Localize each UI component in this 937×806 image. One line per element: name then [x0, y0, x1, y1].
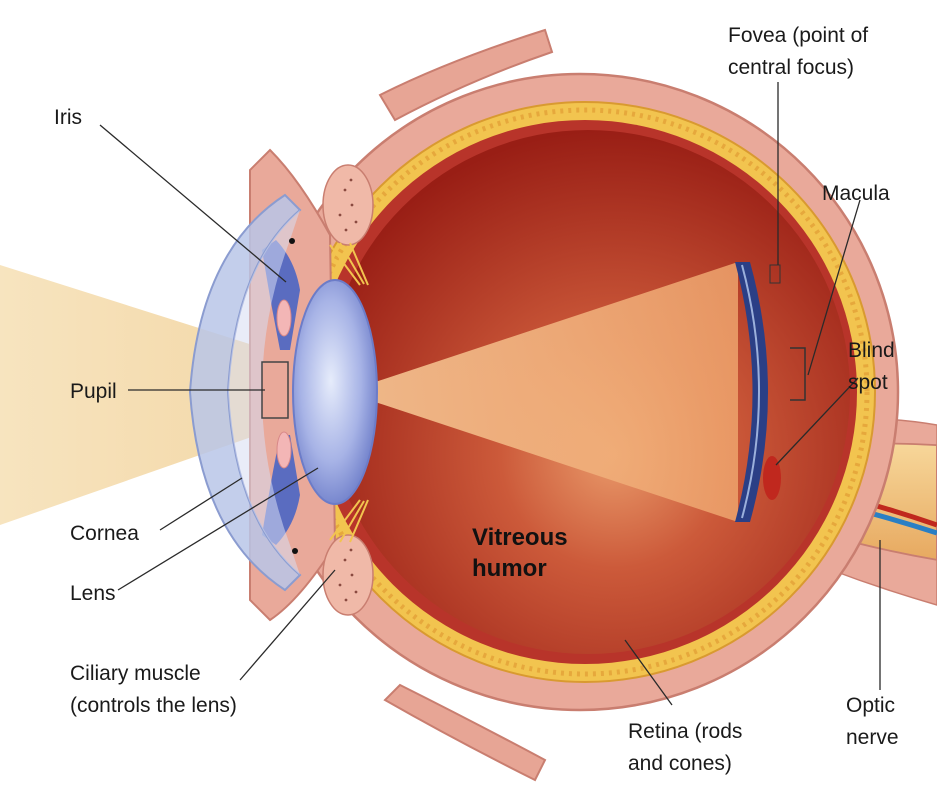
label-iris: Iris	[54, 106, 82, 129]
label-optic-nerve-line1: Optic	[846, 694, 895, 717]
label-cornea: Cornea	[70, 522, 139, 545]
ciliary-body-upper	[323, 165, 373, 245]
lens-shape	[293, 280, 377, 504]
label-vitreous-line1: Vitreous	[472, 524, 568, 551]
label-ciliary-line2: (controls the lens)	[70, 694, 237, 717]
label-pupil: Pupil	[70, 380, 117, 403]
label-fovea-line2: central focus)	[728, 56, 854, 79]
label-blind-spot-line1: Blind	[848, 339, 895, 362]
label-ciliary-line1: Ciliary muscle	[70, 662, 201, 685]
label-fovea-line1: Fovea (point of	[728, 24, 868, 47]
label-retina-line1: Retina (rods	[628, 720, 742, 743]
iris-dot-lower	[292, 548, 298, 554]
label-retina-line2: and cones)	[628, 752, 732, 775]
iris-pink-upper	[277, 300, 291, 336]
iris-dot-upper	[289, 238, 295, 244]
label-vitreous-line2: humor	[472, 555, 547, 582]
label-macula: Macula	[822, 182, 890, 205]
iris-pink-lower	[277, 432, 291, 468]
label-blind-spot-line2: spot	[848, 371, 888, 394]
label-optic-nerve-line2: nerve	[846, 726, 899, 749]
label-lens: Lens	[70, 582, 116, 605]
